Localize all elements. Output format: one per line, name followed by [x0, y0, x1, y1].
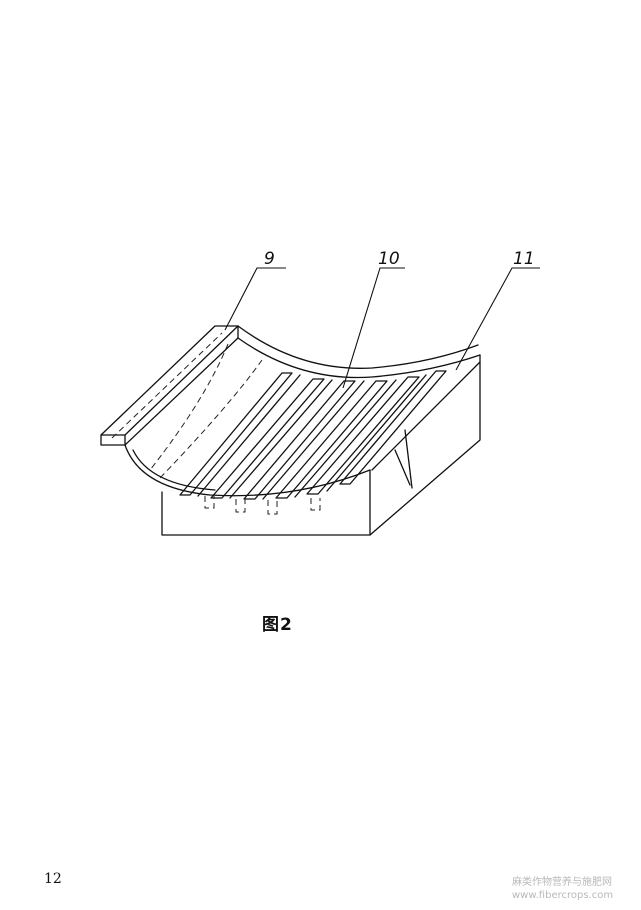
- figure-caption: 图2: [262, 615, 293, 635]
- support-base: [161, 354, 481, 536]
- watermark: 麻类作物营养与施肥网 www.fibercrops.com: [512, 876, 613, 902]
- watermark-line-1: 麻类作物营养与施肥网: [512, 877, 612, 888]
- page-number: 12: [44, 871, 62, 887]
- callout-9-label: 9: [264, 249, 275, 269]
- callout-leaders: [224, 267, 540, 389]
- watermark-line-2: www.fibercrops.com: [512, 890, 614, 901]
- left-flange: [100, 325, 239, 446]
- callout-11-label: 11: [513, 249, 535, 269]
- callout-10-label: 10: [378, 249, 400, 269]
- slat-feet: [204, 496, 321, 515]
- curved-trough: [124, 325, 481, 497]
- grate-slats: [179, 370, 447, 500]
